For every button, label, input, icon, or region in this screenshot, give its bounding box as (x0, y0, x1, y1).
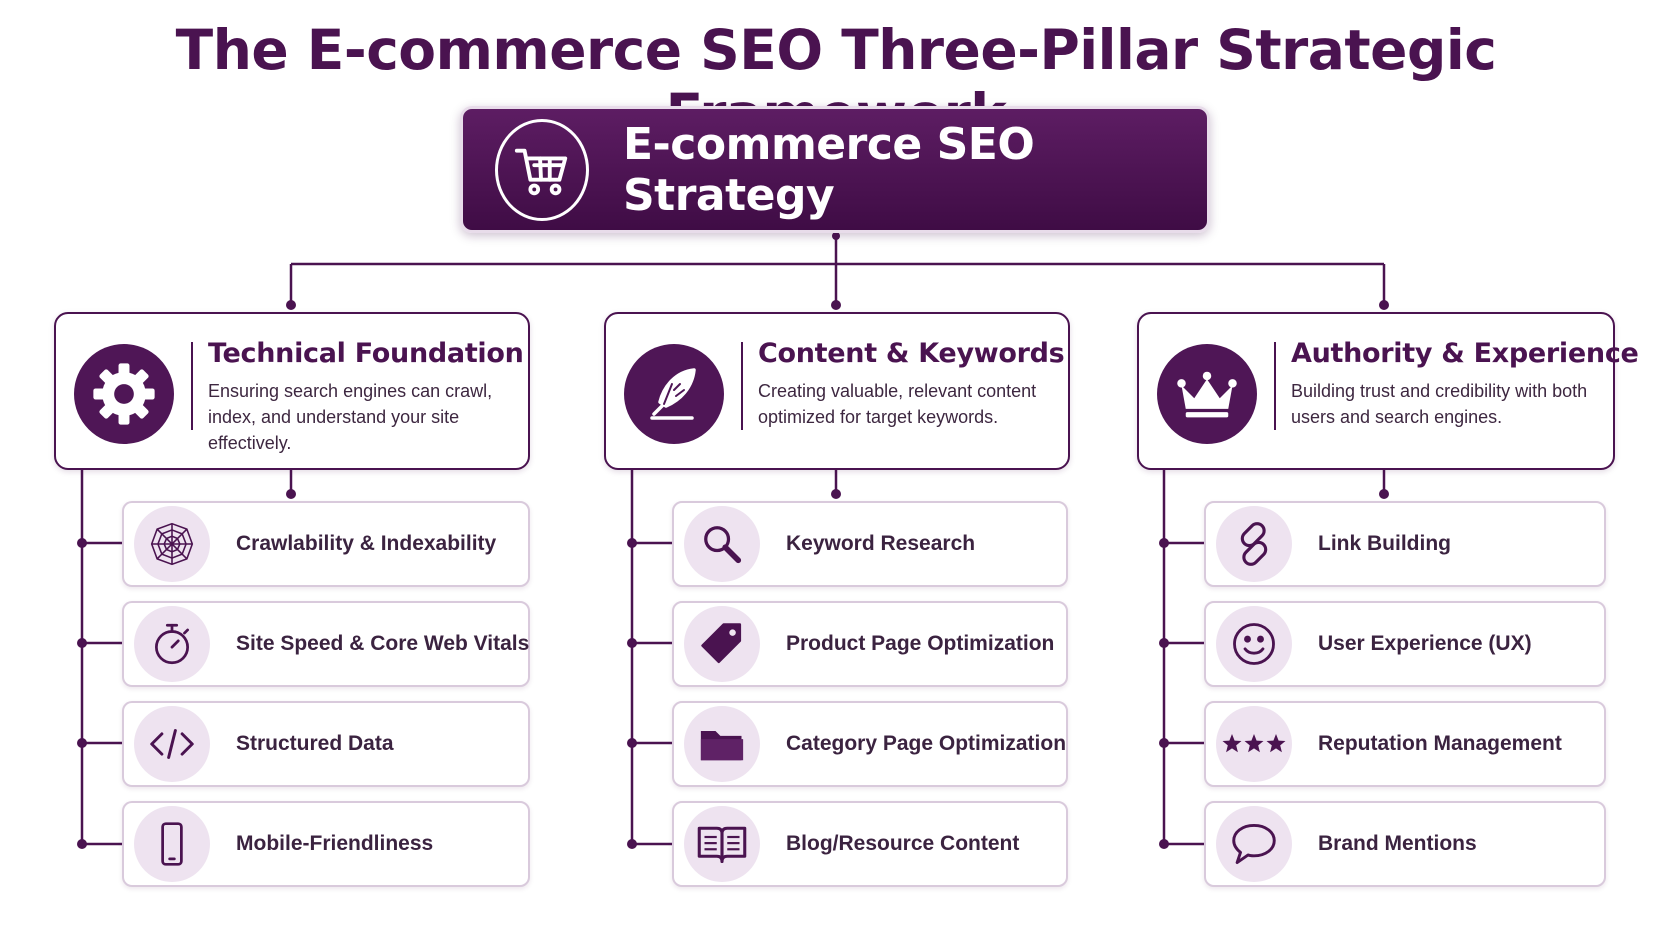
item-label: Blog/Resource Content (786, 832, 1020, 855)
item-label: Category Page Optimization (786, 732, 1067, 755)
item-crawlability: Crawlability & Indexability (122, 501, 530, 587)
smartphone-icon (134, 806, 210, 882)
magnifier-icon (684, 506, 760, 582)
gear-icon (74, 344, 174, 444)
item-site-speed: Site Speed & Core Web Vitals (122, 601, 530, 687)
spider-web-icon (134, 506, 210, 582)
pillar-divider (741, 342, 743, 430)
item-label: Link Building (1318, 532, 1451, 555)
chain-link-icon (1216, 506, 1292, 582)
item-user-experience: User Experience (UX) (1204, 601, 1606, 687)
smiley-icon (1216, 606, 1292, 682)
pillar-content-keywords: Content & Keywords Creating valuable, re… (604, 312, 1070, 470)
item-label: Keyword Research (786, 532, 976, 555)
open-book-icon (684, 806, 760, 882)
quill-pen-icon (624, 344, 724, 444)
item-label: Product Page Optimization (786, 632, 1055, 655)
pillar-description: Building trust and credibility with both… (1291, 381, 1588, 427)
item-blog-resource: Blog/Resource Content (672, 801, 1068, 887)
stopwatch-icon (134, 606, 210, 682)
item-mobile-friendliness: Mobile-Friendliness (122, 801, 530, 887)
code-icon (134, 706, 210, 782)
price-tag-icon (684, 606, 760, 682)
pillar-divider (1274, 342, 1276, 430)
item-label: Crawlability & Indexability (236, 532, 497, 555)
item-link-building: Link Building (1204, 501, 1606, 587)
three-stars-icon (1216, 706, 1292, 782)
pillar-description: Creating valuable, relevant content opti… (758, 381, 1037, 427)
folder-icon (684, 706, 760, 782)
item-reputation: Reputation Management (1204, 701, 1606, 787)
pillar-authority-experience: Authority & Experience Building trust an… (1137, 312, 1639, 470)
root-node: E-commerce SEO Strategy (460, 106, 1210, 233)
item-label: Brand Mentions (1318, 832, 1477, 855)
item-label: Mobile-Friendliness (236, 832, 434, 855)
item-category-page: Category Page Optimization (672, 701, 1068, 787)
item-label: Reputation Management (1318, 732, 1562, 755)
root-label: E-commerce SEO Strategy (622, 118, 1035, 221)
speech-bubble-icon (1216, 806, 1292, 882)
pillar-description: Ensuring search engines can crawl, index… (208, 381, 493, 453)
pillar-technical-foundation: Technical Foundation Ensuring search eng… (54, 312, 530, 470)
pillar-divider (191, 342, 193, 430)
item-product-page: Product Page Optimization (672, 601, 1068, 687)
item-label: Site Speed & Core Web Vitals (236, 632, 530, 655)
pillar-title: Content & Keywords (758, 338, 1065, 369)
item-keyword-research: Keyword Research (672, 501, 1068, 587)
item-brand-mentions: Brand Mentions (1204, 801, 1606, 887)
shopping-cart-icon (495, 118, 589, 221)
pillar-title: Authority & Experience (1291, 338, 1639, 369)
pillar-title: Technical Foundation (208, 338, 524, 369)
item-structured-data: Structured Data (122, 701, 530, 787)
item-label: Structured Data (236, 732, 394, 755)
crown-icon (1157, 344, 1257, 444)
item-label: User Experience (UX) (1318, 632, 1532, 655)
